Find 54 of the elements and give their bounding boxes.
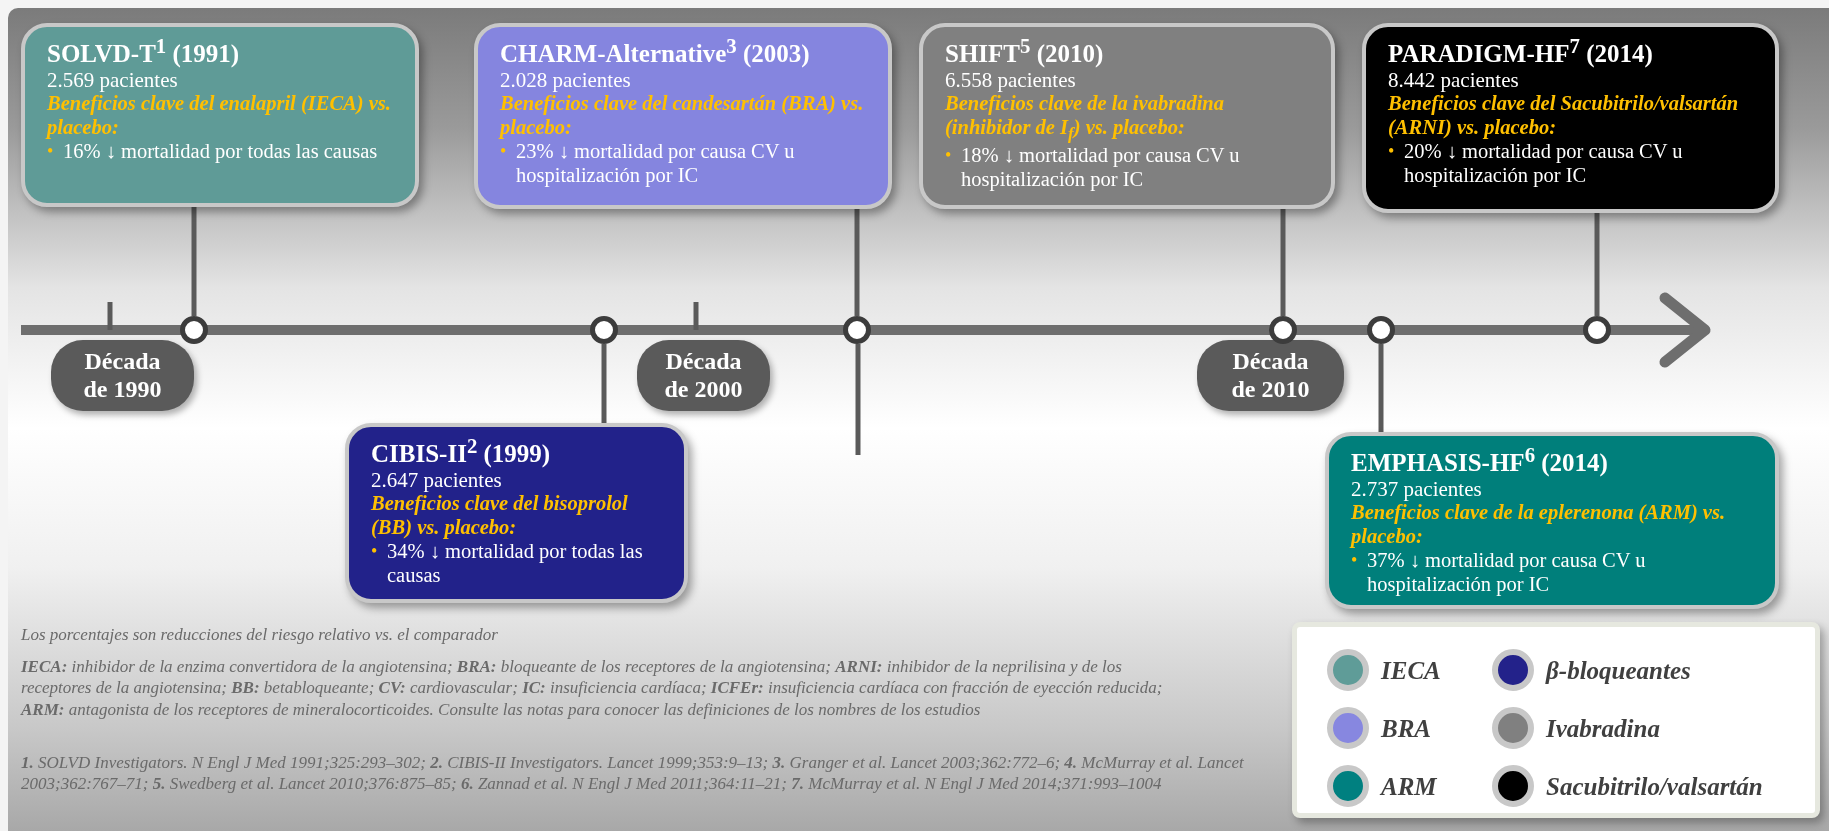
patient-count: 2.647 pacientes [371, 467, 502, 492]
benefit-heading: Beneficios clave de la eplerenona (ARM) vs. placebo: [1351, 500, 1727, 549]
trial-title: PARADIGM-HF$^{7}$ (2014) [1388, 35, 1653, 68]
benefit-heading: Beneficios clave del bisoprolol (BB) vs. placebo: [371, 491, 629, 540]
trial-card [21, 23, 419, 207]
benefit-heading: Beneficios clave del enalapril (IECA) vs. placebo: [47, 91, 392, 140]
patient-count: 6.558 pacientes [945, 67, 1076, 92]
benefit-item: 37% ↓ mortalidad por causa CV u hospitalización por IC [1367, 549, 1647, 597]
legend-label: β-bloqueantes [1546, 658, 1691, 683]
connector-line [1594, 213, 1600, 316]
trial-title: SOLVD-T$^{1}$ (1991) [47, 35, 240, 68]
connector-line [191, 207, 197, 316]
benefit-item: 18% ↓ mortalidad por causa CV u hospitalización por IC [961, 144, 1241, 192]
decade-label: Década de 2010 [1197, 340, 1344, 411]
trial-title: CHARM-Alternative$^{3}$ (2003) [500, 35, 810, 68]
reference-list: 1. SOLVD Investigators. N Engl J Med 1991;325:293–302; 2. CIBIS-II Investigators. Lancet 1999;353:9–13; 3. Granger et al. Lancet 2003;362:772–6; 4. McMurray et al. Lancet 2003;362:767–71; 5. Swedberg et al. Lancet 2010;376:875–85; 6. Zannad et al. N Engl J Med 2011;364:11–21; 7. McMurray et al. N Engl J Med 2014;371:993–1004 [21, 752, 1261, 795]
trial-card [1362, 23, 1779, 213]
bullet-mark: • [371, 540, 379, 564]
patient-count: 2.028 pacientes [500, 67, 631, 92]
bullet-mark: • [500, 140, 508, 164]
trial-card [1325, 432, 1779, 609]
legend-label: Ivabradina [1546, 716, 1660, 741]
patient-count: 2.737 pacientes [1351, 476, 1482, 501]
benefit-item: 23% ↓ mortalidad por causa CV u hospitalización por IC [516, 140, 796, 188]
abbreviation-note: IECA: inhibidor de la enzima convertidora de la angiotensina; BRA: bloqueante de los receptores de la angiotensina; ARNI: inhibidor de la neprilisina y de los receptores de la angiotensina; BB: betabloqueante; CV: cardiovascular; IC: insuficiencia cardíaca; ICFEr: insuficiencia cardíaca con fracción de eyección reducida; ARM: antagonista de los receptores de mineralocorticoides. Consulte las notas para conocer las definiciones de los nombres de los estudios [21, 656, 1164, 720]
benefit-heading: Beneficios clave de la ivabradina (inhibidor de I$_{f}$) vs. placebo: [945, 91, 1225, 144]
trial-title: CIBIS-II$^{2}$ (1999) [371, 435, 551, 468]
bullet-mark: • [945, 144, 953, 168]
legend-label: IECA [1381, 658, 1441, 683]
decade-label: Década de 2000 [637, 340, 770, 411]
benefit-heading: Beneficios clave del Sacubitrilo/valsartán (ARNI) vs. placebo: [1388, 91, 1740, 140]
bullet-mark: • [47, 140, 55, 164]
bullet-mark: • [1388, 140, 1396, 164]
benefit-item: 16% ↓ mortalidad por todas las causas [63, 140, 378, 164]
trial-title: SHIFT$^{5}$ (2010) [945, 35, 1104, 68]
connector-line [854, 209, 860, 316]
connector-line [1378, 344, 1384, 432]
benefit-item: 20% ↓ mortalidad por causa CV u hospitalización por IC [1404, 140, 1684, 188]
patient-count: 2.569 pacientes [47, 67, 178, 92]
legend-label: BRA [1381, 716, 1432, 741]
trial-title: EMPHASIS-HF$^{6}$ (2014) [1351, 444, 1608, 477]
benefit-heading: Beneficios clave del candesartán (BRA) vs. placebo: [500, 91, 865, 140]
trial-card [345, 423, 688, 603]
benefit-item: 34% ↓ mortalidad por todas las causas [387, 540, 644, 588]
patient-count: 8.442 pacientes [1388, 67, 1519, 92]
trial-card [919, 23, 1335, 209]
legend-label: Sacubitrilo/valsartán [1546, 774, 1763, 799]
trial-card [474, 23, 892, 209]
decade-label: Década de 1990 [51, 340, 194, 411]
footnote-text: Los porcentajes son reducciones del riesgo relativo vs. el comparador [21, 624, 499, 646]
connector-line [1280, 209, 1286, 316]
legend-label: ARM [1381, 774, 1437, 799]
bullet-mark: • [1351, 549, 1359, 573]
connector-line [601, 344, 607, 423]
